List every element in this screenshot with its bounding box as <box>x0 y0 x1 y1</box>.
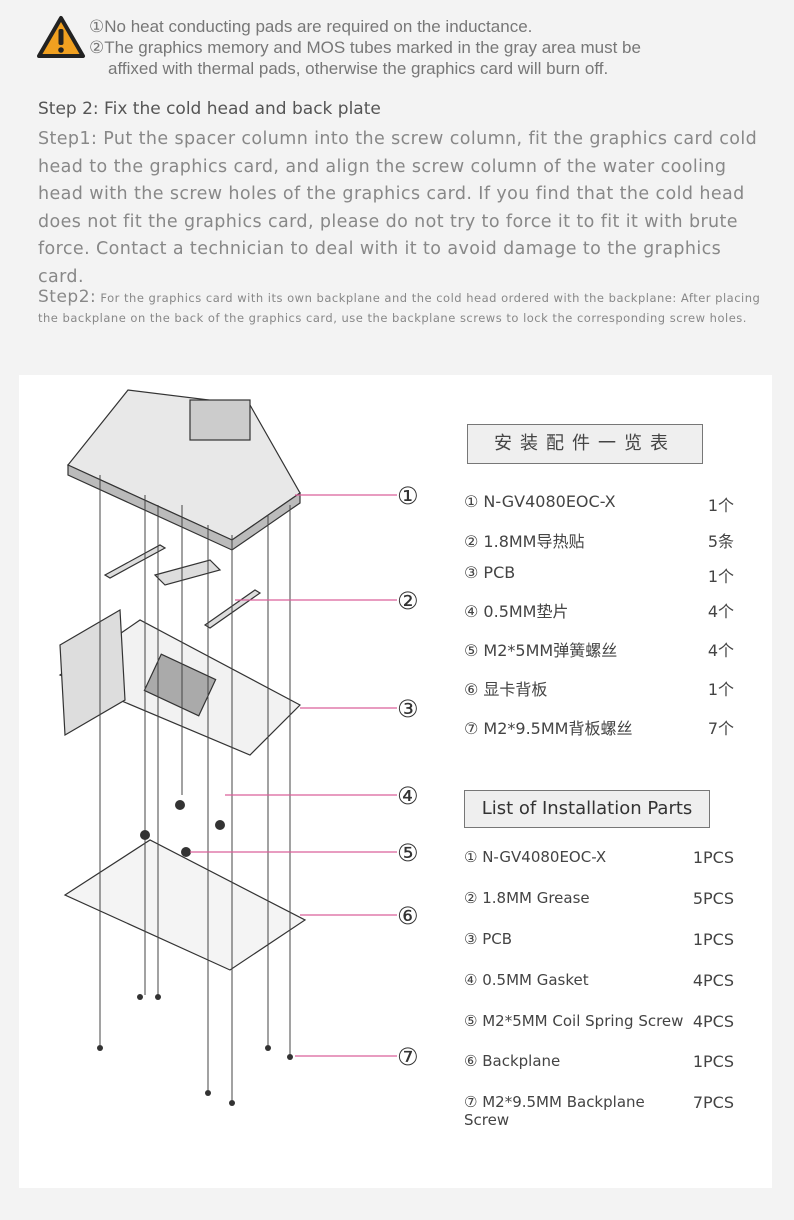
part-name: ⑥ Backplane <box>464 1052 561 1070</box>
part-qty: 1PCS <box>692 930 734 949</box>
step2-lead: Step2: <box>38 287 97 307</box>
parts-row: ③ PCB 1PCS <box>464 930 734 949</box>
part-name: ① N-GV4080EOC-X <box>464 848 607 866</box>
callout-2: ② <box>397 587 419 615</box>
part-qty: 1个 <box>707 567 734 586</box>
parts-row: ④ 0.5MM Gasket 4PCS <box>464 971 734 990</box>
parts-row: ② 1.8MM Grease 5PCS <box>464 889 734 908</box>
warning-icon <box>37 16 85 58</box>
part-name: ③ PCB <box>464 563 516 582</box>
part-name: ② 1.8MM Grease <box>464 889 590 907</box>
parts-row: ③ PCB 1个 <box>464 563 734 587</box>
part-name: ⑦ M2*9.5MM背板螺丝 <box>464 719 633 738</box>
warning-line: ①No heat conducting pads are required on… <box>89 17 533 36</box>
parts-row: ⑤ M2*5MM弹簧螺丝 4个 <box>464 637 734 661</box>
part-qty: 4个 <box>707 602 734 621</box>
part-qty: 4PCS <box>692 1012 734 1031</box>
part-name: ④ 0.5MM Gasket <box>464 971 589 989</box>
part-name: ③ PCB <box>464 930 513 948</box>
part-qty: 4个 <box>707 641 734 660</box>
warning-line: affixed with thermal pads, otherwise the… <box>108 59 609 78</box>
parts-en-title: List of Installation Parts <box>464 790 710 828</box>
part-qty: 4PCS <box>692 971 734 990</box>
parts-row: ④ 0.5MM垫片 4个 <box>464 598 734 622</box>
callout-7: ⑦ <box>397 1043 419 1071</box>
pcb <box>58 608 301 756</box>
part-name: ⑤ M2*5MM弹簧螺丝 <box>464 641 618 660</box>
step2-text: Step2: For the graphics card with its ow… <box>38 287 768 328</box>
parts-row: ② 1.8MM导热贴 5条 <box>464 528 734 552</box>
warning-line: ②The graphics memory and MOS tubes marke… <box>89 38 641 57</box>
part-name: ① N-GV4080EOC-X <box>464 492 616 511</box>
warning-text: ①No heat conducting pads are required on… <box>89 16 641 79</box>
part-qty: 5PCS <box>692 889 734 908</box>
part-name: ④ 0.5MM垫片 <box>464 602 569 621</box>
callout-6: ⑥ <box>397 902 419 930</box>
part-qty: 1个 <box>707 496 734 515</box>
step1-text: Step1: Put the spacer column into the sc… <box>38 129 758 287</box>
part-qty: 7PCS <box>692 1093 734 1112</box>
part-qty: 1PCS <box>692 848 734 867</box>
parts-row: ⑤ M2*5MM Coil Spring Screw 4PCS <box>464 1012 734 1031</box>
parts-row: ⑥ Backplane 1PCS <box>464 1052 734 1071</box>
callout-4: ④ <box>397 782 419 810</box>
callout-lines <box>190 494 397 1057</box>
part-name: ⑥ 显卡背板 <box>464 680 548 699</box>
parts-row: ① N-GV4080EOC-X 1个 <box>464 492 734 516</box>
cold-head <box>67 389 301 551</box>
callout-3: ③ <box>397 695 419 723</box>
parts-row: ⑦ M2*9.5MM背板螺丝 7个 <box>464 715 734 739</box>
parts-row: ⑦ M2*9.5MM Backplane Screw 7PCS <box>464 1093 734 1129</box>
part-qty: 1PCS <box>692 1052 734 1071</box>
part-qty: 1个 <box>707 680 734 699</box>
part-name: ⑦ M2*9.5MM Backplane Screw <box>464 1093 645 1129</box>
part-name: ⑤ M2*5MM Coil Spring Screw <box>464 1012 684 1030</box>
step-title: Step 2: Fix the cold head and back plate <box>38 99 381 119</box>
parts-row: ⑥ 显卡背板 1个 <box>464 676 734 700</box>
parts-cn-title: 安装配件一览表 <box>467 424 703 464</box>
part-qty: 5条 <box>707 532 734 551</box>
callout-5: ⑤ <box>397 839 419 867</box>
callout-1: ① <box>397 482 419 510</box>
parts-row: ① N-GV4080EOC-X 1PCS <box>464 848 734 867</box>
screw-guides <box>99 475 291 1100</box>
exploded-diagram: ① ② ③ ④ ⑤ ⑥ ⑦ <box>58 389 419 1106</box>
screws <box>97 800 293 1106</box>
backplane <box>63 839 307 971</box>
part-qty: 7个 <box>707 719 734 738</box>
part-name: ② 1.8MM导热贴 <box>464 532 585 551</box>
step2-body: For the graphics card with its own backp… <box>38 291 761 325</box>
